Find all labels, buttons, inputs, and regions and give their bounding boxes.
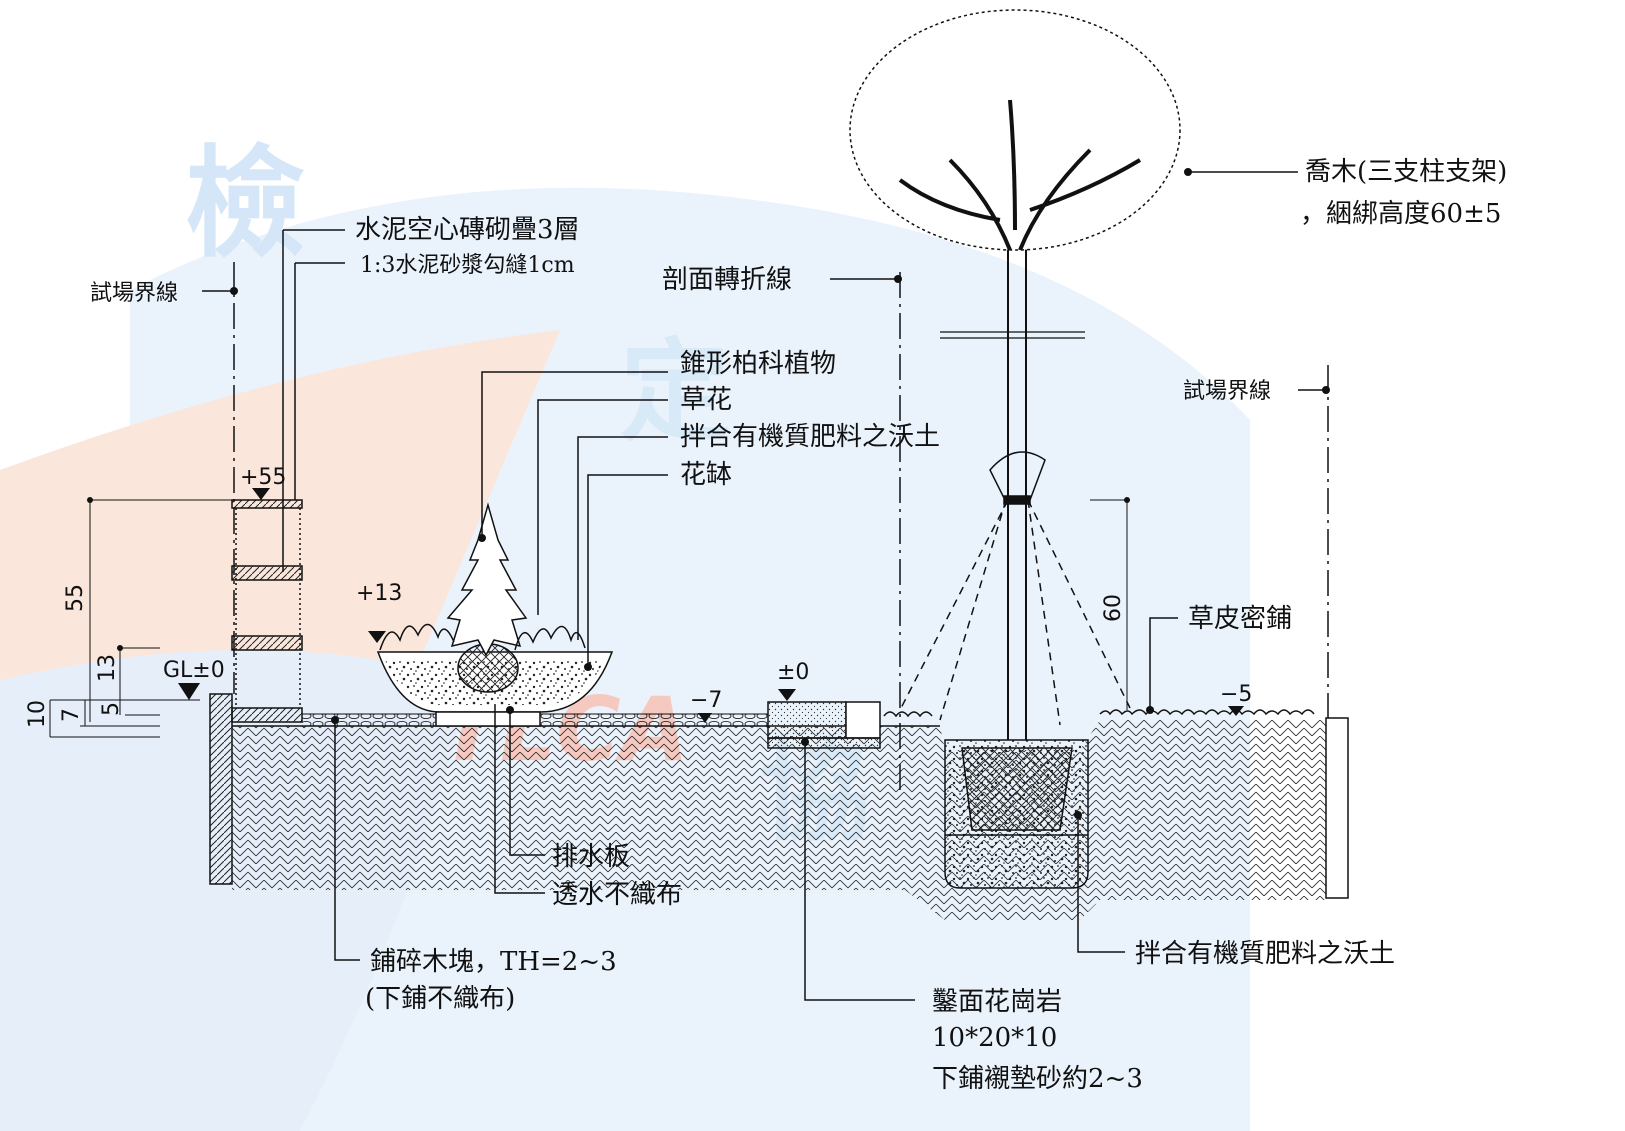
flower-tuft-right (514, 625, 586, 651)
leader-dot (506, 706, 514, 714)
level-marker (1228, 706, 1244, 716)
leader-flowers (537, 399, 668, 615)
label-soil-mix-top: 拌合有機質肥料之沃土 (680, 422, 940, 452)
label-drain-board: 排水板 (552, 842, 630, 872)
brick-layer (231, 565, 303, 581)
label-conifer: 錐形柏科植物 (680, 349, 836, 379)
brick-layer (231, 707, 303, 723)
granite-block (767, 701, 847, 739)
trunk-wrap (989, 451, 1046, 501)
leader-dot (478, 534, 486, 542)
support-pole (899, 499, 1009, 711)
level-marker (698, 713, 712, 723)
label-flower-bowl: 花缽 (680, 460, 732, 490)
label-turf: 草皮密鋪 (1188, 604, 1292, 634)
right-edge-wall (1325, 717, 1349, 899)
brick-layer-top (231, 499, 303, 509)
label-brick-wall: 水泥空心磚砌疊3層 (355, 215, 580, 245)
conifer-plant (446, 502, 528, 657)
watermark-char-1: 檢 (185, 135, 305, 274)
leader-soil-mix-bottom (1077, 815, 1125, 953)
label-boundary-right: 試場界線 (1183, 379, 1271, 404)
dim-dot (87, 497, 93, 503)
leader-dot (230, 287, 238, 295)
label-granite: 鑿面花崗岩 (932, 987, 1062, 1017)
leader-turf (1149, 617, 1178, 710)
turf-grass-left (883, 711, 933, 718)
dim-55: 55 (63, 584, 88, 612)
bowl-base (435, 711, 541, 727)
leader-conifer (481, 371, 668, 535)
flower-tuft-left (379, 623, 455, 651)
leader-dot (584, 663, 592, 671)
leader-drain-board (509, 712, 545, 856)
label-granite-size: 10*20*10 (932, 1023, 1057, 1053)
leader-wood-chip (334, 720, 360, 961)
label-boundary-left: 試場界線 (90, 281, 178, 306)
level-marker (778, 689, 796, 701)
support-pole (1027, 499, 1061, 726)
level-bowl-top: +13 (356, 581, 402, 606)
leader-dot (1184, 168, 1192, 176)
tree-crown (849, 9, 1181, 251)
dim-13: 13 (95, 654, 120, 682)
level-marker (252, 488, 270, 500)
soil-ground (232, 720, 1330, 920)
level-marker (178, 683, 200, 700)
watermark-char-2: 定 (620, 328, 730, 456)
granite-sand-bed (767, 737, 881, 749)
leader-dot (1322, 386, 1330, 394)
label-flowers: 草花 (680, 385, 732, 415)
level-lawn: −5 (1220, 682, 1252, 707)
dim-60: 60 (1101, 594, 1126, 622)
label-section-break: 剖面轉折線 (662, 265, 792, 295)
dim-dot (1124, 497, 1130, 503)
level-gl: GL±0 (163, 658, 225, 683)
label-granite-bed: 下鋪襯墊砂約2~3 (932, 1064, 1143, 1094)
leader-dot (894, 275, 902, 283)
support-pole (1027, 499, 1131, 709)
turf-grass (1099, 709, 1315, 716)
leader-dot (1146, 706, 1154, 714)
leader-granite (804, 742, 915, 1001)
leader-dot (1074, 811, 1082, 819)
leader-dot (801, 738, 809, 746)
level-wall-top: +55 (240, 465, 286, 490)
tree-rootball (961, 747, 1073, 831)
leader-geotextile (494, 705, 545, 894)
dim-dot (117, 645, 123, 651)
dim-5: 5 (99, 702, 124, 716)
label-wood-chip: 鋪碎木塊，TH=2~3 (370, 947, 617, 977)
label-geotextile: 透水不織布 (552, 880, 682, 910)
granite-block-2 (845, 701, 881, 739)
label-wood-chip-under: (下鋪不織布) (365, 984, 515, 1014)
dim-7: 7 (59, 708, 84, 722)
leader-dot (331, 716, 339, 724)
level-path: −7 (690, 688, 722, 713)
leader-soil-mix-top (577, 436, 668, 640)
level-marker (368, 631, 386, 643)
label-tree: 喬木(三支柱支架) (1305, 157, 1507, 187)
dim-10: 10 (25, 700, 50, 728)
leader-flower-bowl (587, 474, 668, 667)
support-pole (939, 499, 1007, 721)
level-granite: ±0 (777, 660, 809, 685)
brick-layer (231, 635, 303, 651)
label-soil-mix-bottom: 拌合有機質肥料之沃土 (1135, 939, 1395, 969)
label-mortar: 1:3水泥砂漿勾縫1cm (360, 253, 575, 278)
label-tree-bind: ，綑綁高度60±5 (1300, 199, 1501, 229)
left-edge-wall (209, 693, 233, 885)
